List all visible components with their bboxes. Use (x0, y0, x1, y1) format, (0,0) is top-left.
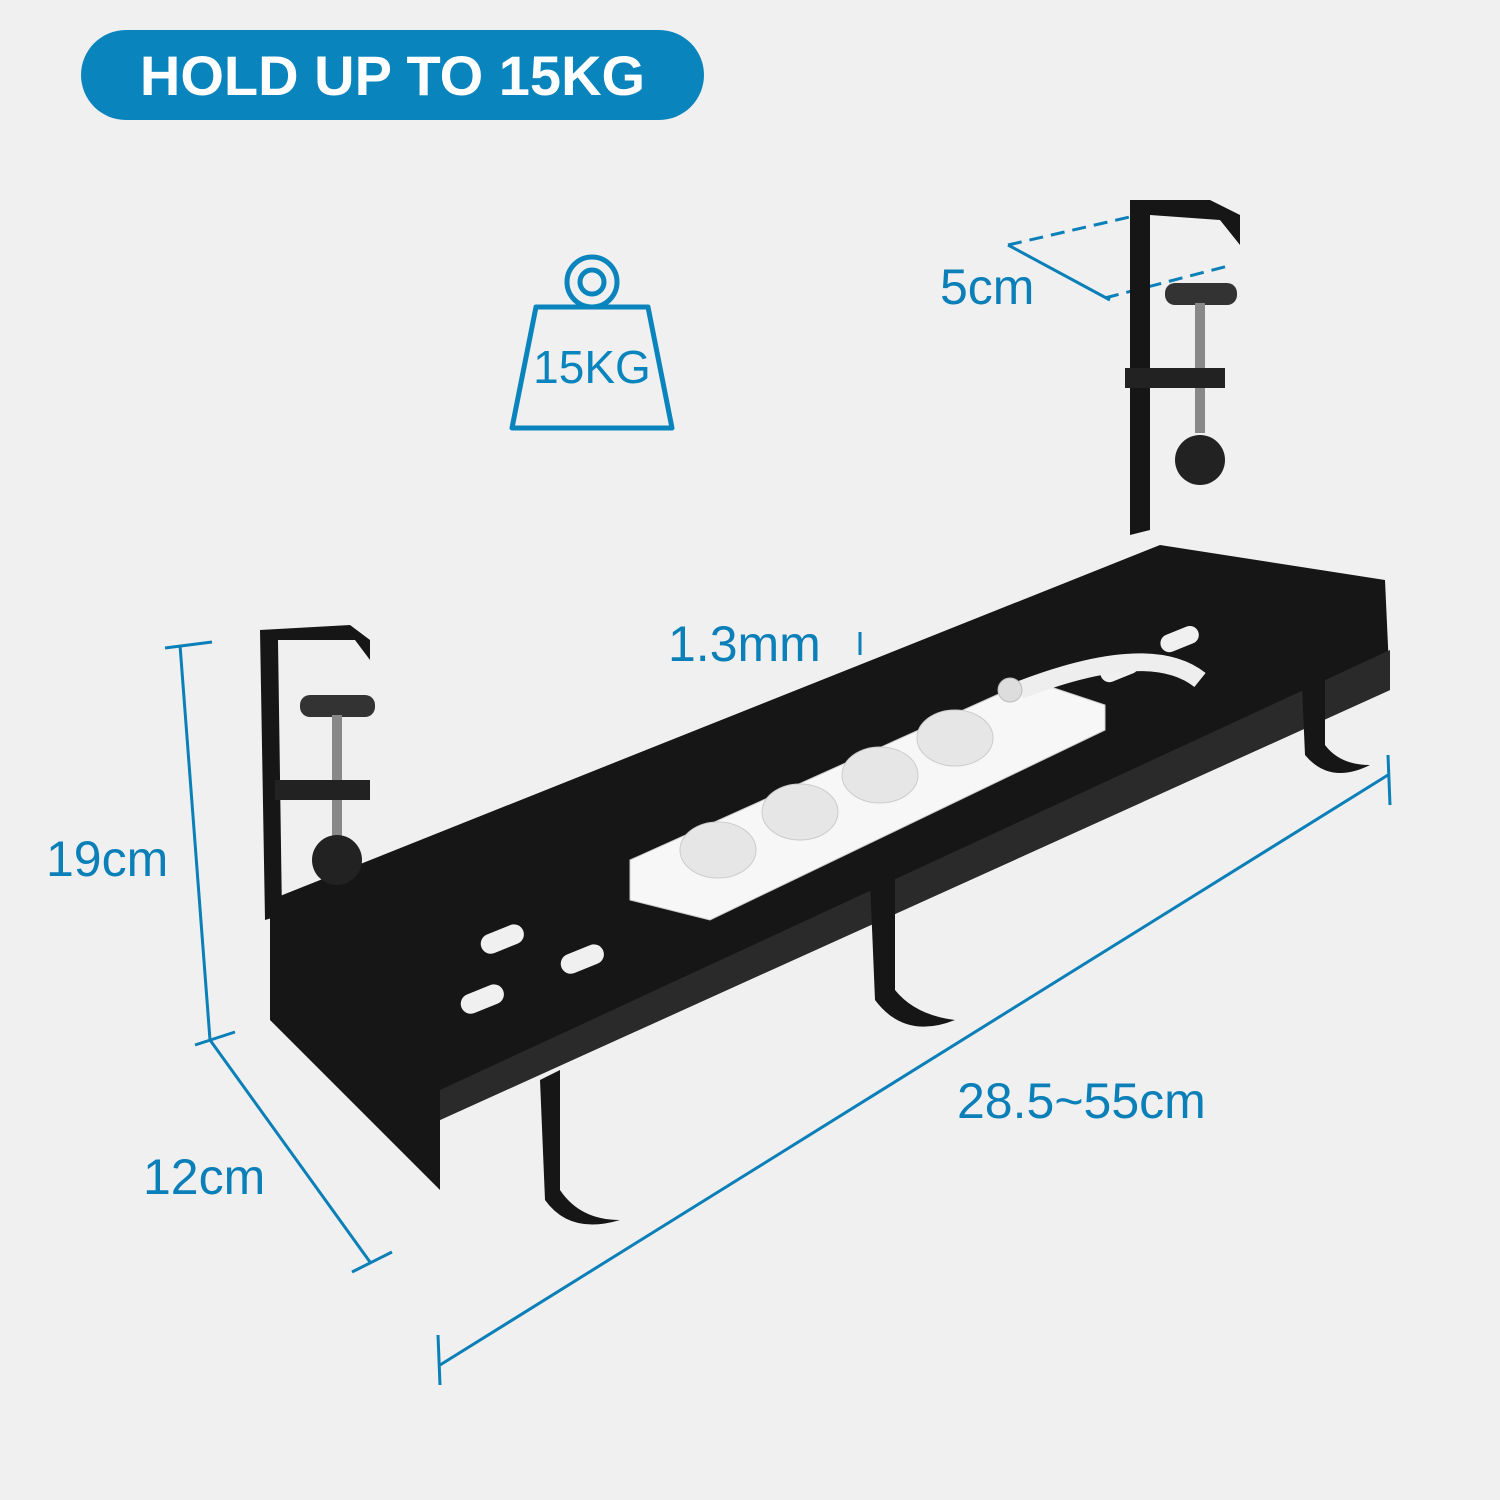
dimension-lines (164, 208, 1392, 1386)
weight-icon (509, 254, 675, 431)
thickness-label: 1.3mm (668, 616, 821, 672)
cable-tray (260, 200, 1390, 1225)
hold-capacity-badge: HOLD UP TO 15KG (81, 30, 704, 120)
length-label: 28.5~55cm (957, 1073, 1206, 1129)
clamp-depth-label: 5cm (940, 259, 1035, 315)
depth-label: 12cm (143, 1149, 266, 1205)
tray-slots (460, 625, 1199, 1014)
height-label: 19cm (46, 831, 169, 887)
weight-icon-label: 15KG (533, 341, 651, 393)
power-strip-illustration (629, 653, 1206, 921)
